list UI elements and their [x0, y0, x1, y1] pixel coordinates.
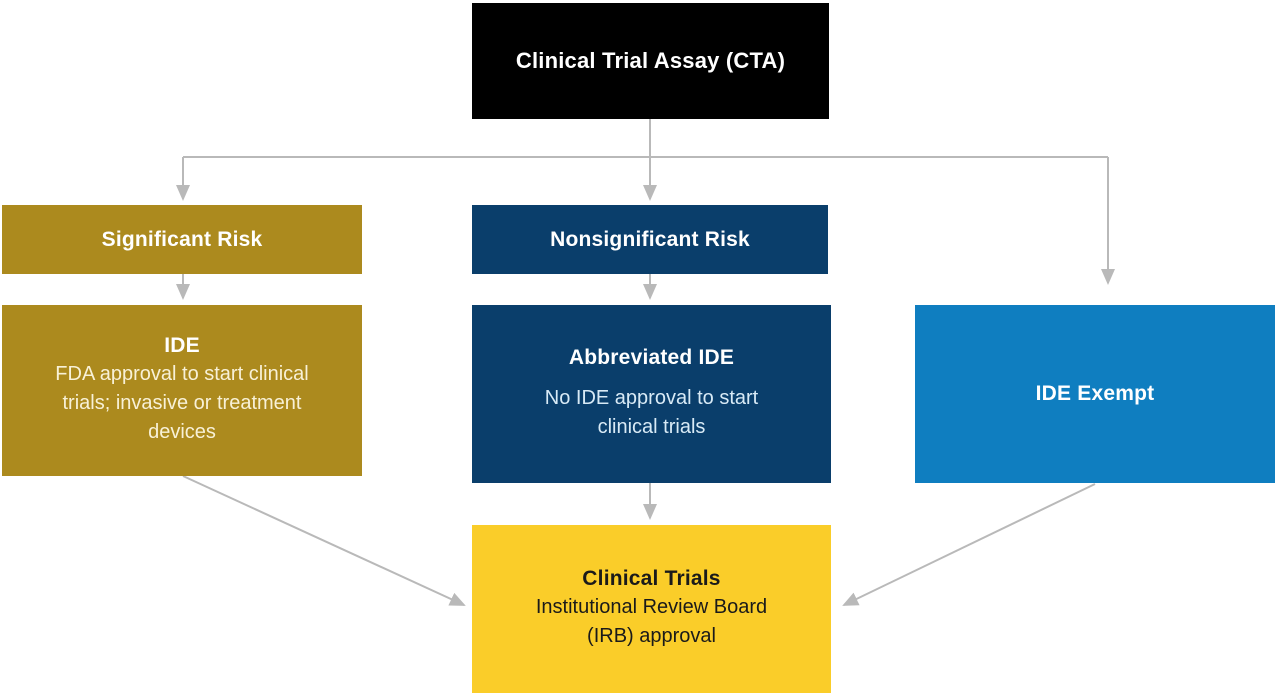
node-significant-risk: Significant Risk — [2, 205, 362, 274]
node-clinical-trial-assay: Clinical Trial Assay (CTA) — [472, 3, 829, 119]
node-significant-risk-title: Significant Risk — [101, 227, 263, 251]
node-clinical-trials-body: Institutional Review Board (IRB) approva… — [535, 596, 768, 647]
node-abbreviated-ide: Abbreviated IDE No IDE approval to start… — [472, 305, 831, 483]
node-clinical-trial-assay-title: Clinical Trial Assay (CTA) — [515, 48, 786, 73]
node-nonsignificant-risk: Nonsignificant Risk — [472, 205, 828, 274]
node-ide-exempt-title: IDE Exempt — [1035, 382, 1155, 405]
node-ide-body: FDA approval to start clinical trials; i… — [55, 363, 309, 443]
node-clinical-trials: Clinical Trials Institutional Review Boa… — [472, 525, 831, 693]
connector-ide-to-clinical-trials — [182, 475, 466, 606]
node-clinical-trials-title: Clinical Trials — [582, 567, 721, 590]
node-abbreviated-ide-title: Abbreviated IDE — [568, 346, 735, 369]
node-ide: IDE FDA approval to start clinical trial… — [2, 305, 362, 476]
node-ide-exempt: IDE Exempt — [915, 305, 1275, 483]
node-nonsignificant-risk-title: Nonsignificant Risk — [550, 227, 750, 251]
node-abbreviated-ide-body: No IDE approval to start clinical trials — [544, 387, 759, 438]
connector-ide-exempt-to-clinical-trials — [842, 483, 1096, 606]
node-ide-title: IDE — [164, 334, 200, 357]
